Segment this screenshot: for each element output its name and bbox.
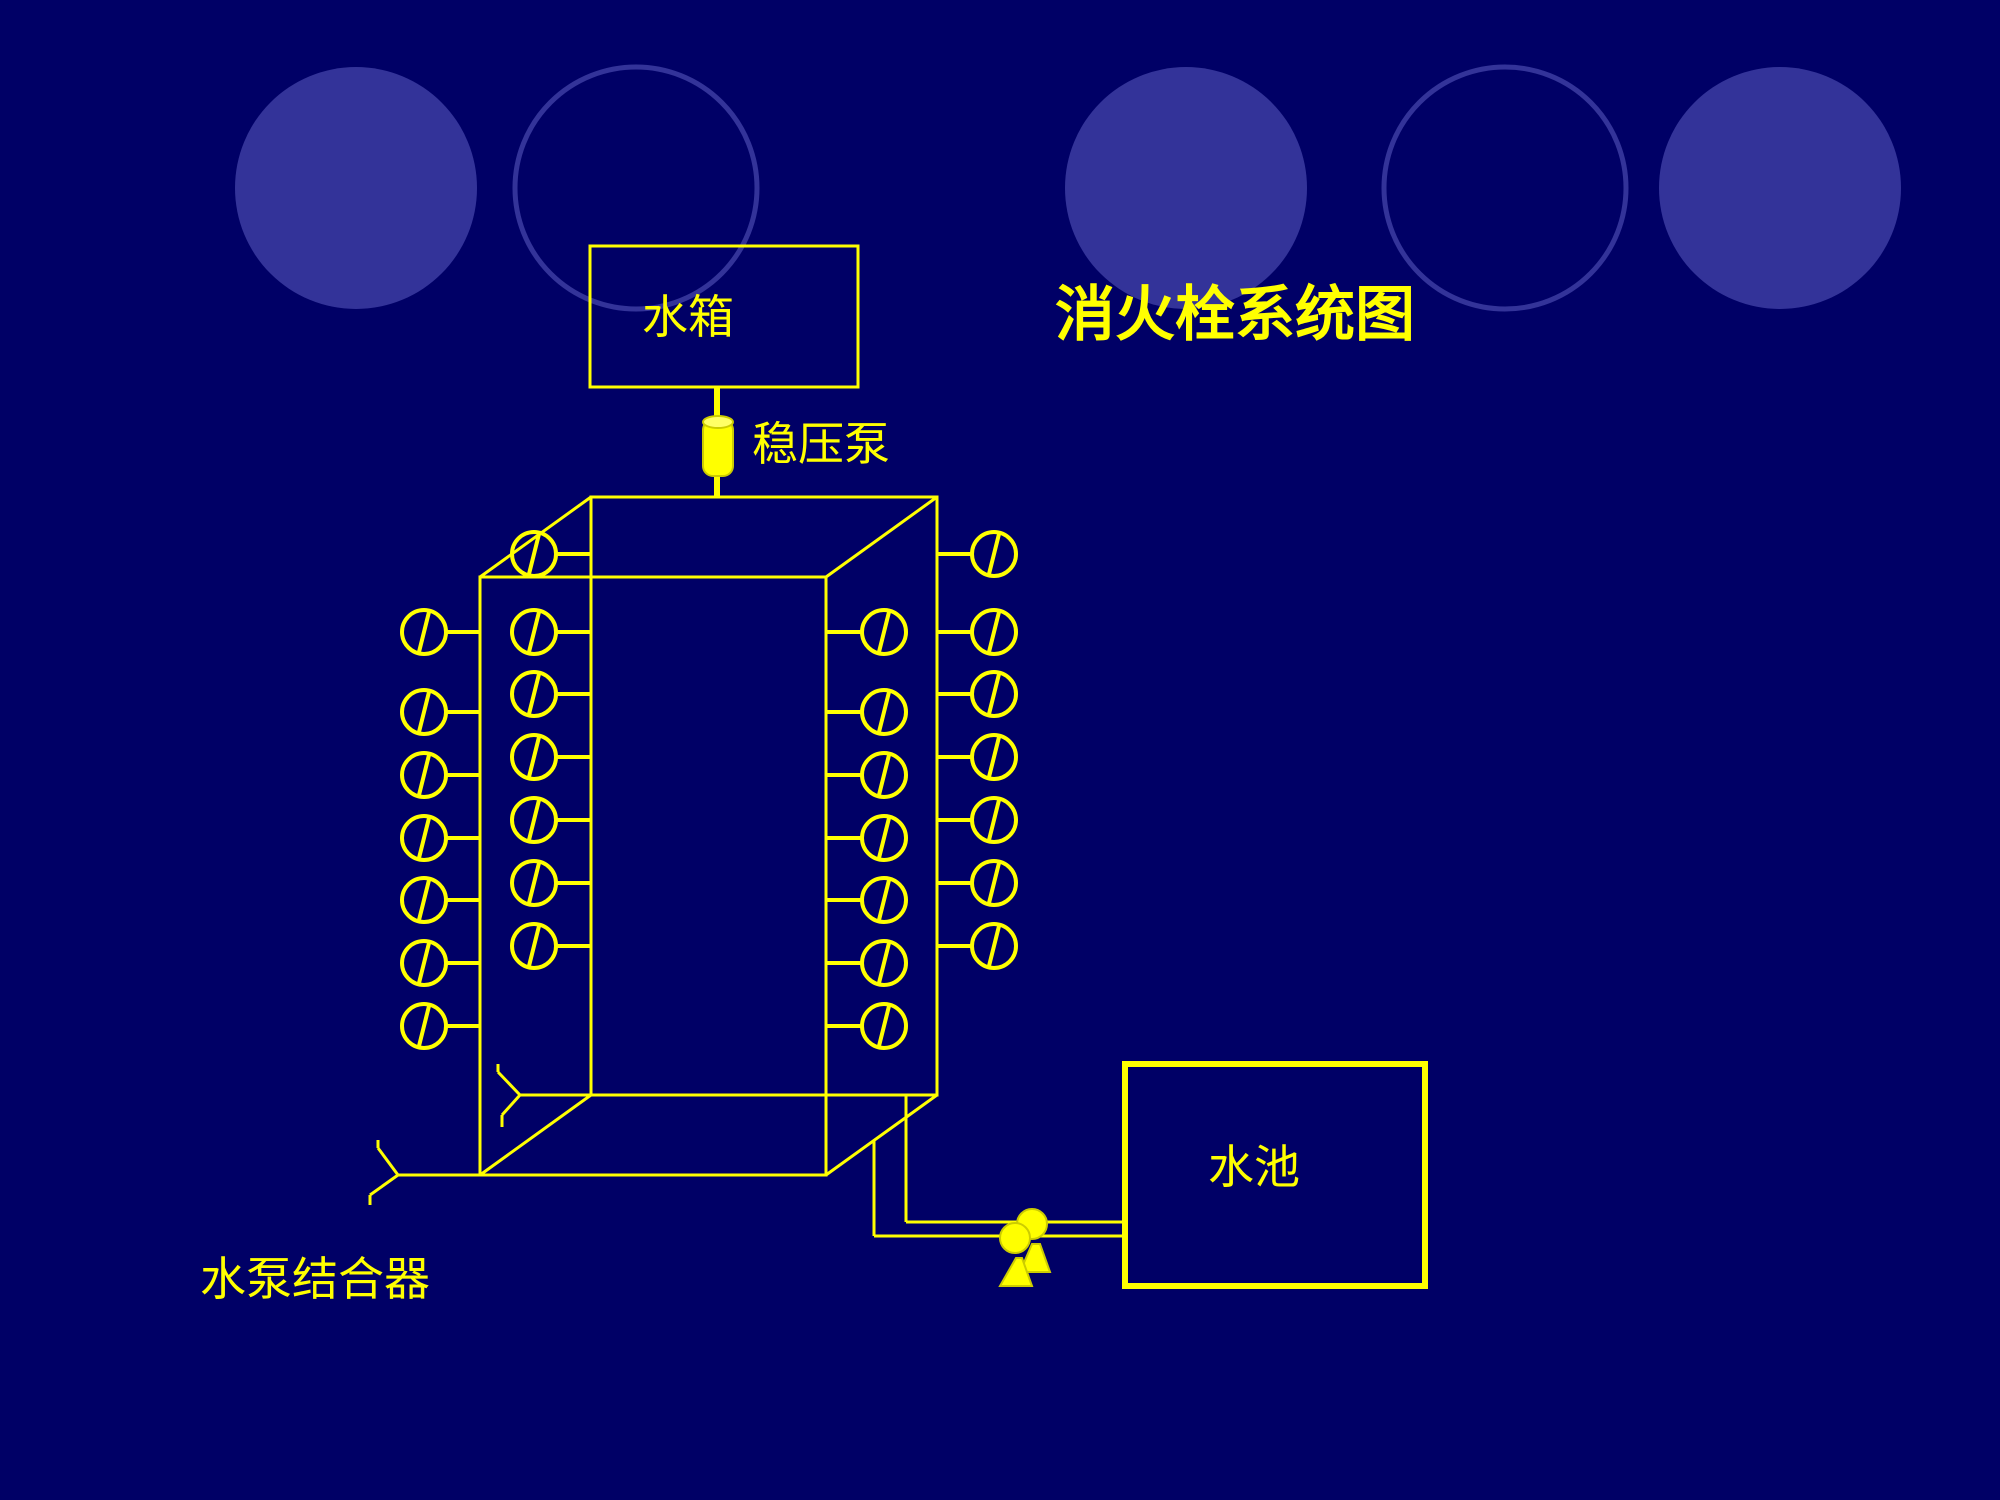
fire-hydrant-icon [510, 608, 591, 656]
fire-hydrant-icon [826, 814, 908, 862]
fire-hydrant-icon [510, 733, 591, 781]
water-tank [588, 244, 860, 389]
pressure-pump-icon [702, 415, 734, 477]
pump-connector-icon-back [496, 1064, 591, 1127]
pressure-pump-label: 稳压泵 [752, 417, 890, 471]
water-pool [1122, 1061, 1428, 1289]
fire-hydrant-icon [510, 859, 591, 907]
fire-hydrant-icon [937, 733, 1018, 781]
fire-hydrant-icon [937, 796, 1018, 844]
hydrants [400, 530, 1018, 1050]
decor-circle-filled [235, 67, 477, 309]
fire-hydrant-icon [510, 530, 591, 578]
slide-title: 消火栓系统图 [1055, 280, 1415, 350]
supply-pipes [872, 1095, 1125, 1238]
pump-connector-icon [368, 1140, 480, 1205]
fire-hydrant-icon [400, 688, 480, 736]
fire-hydrant-icon [400, 608, 480, 656]
fire-hydrant-icon [937, 530, 1018, 578]
fire-hydrant-icon [400, 814, 480, 862]
fire-hydrant-icon [937, 670, 1018, 718]
decor-circle-filled [1659, 67, 1901, 309]
fire-hydrant-icon [826, 939, 908, 987]
fire-hydrant-icon [937, 608, 1018, 656]
fire-hydrant-icon [510, 922, 591, 970]
fire-hydrant-icon [400, 876, 480, 924]
water-pool-label: 水池 [1208, 1140, 1300, 1194]
fire-hydrant-icon [826, 688, 908, 736]
fire-hydrant-icon [937, 859, 1018, 907]
fire-hydrant-icon [826, 876, 908, 924]
fire-hydrant-icon [400, 751, 480, 799]
fire-hydrant-icon [826, 1002, 908, 1050]
building-riser-box [478, 495, 939, 1177]
fire-hydrant-icon [937, 922, 1018, 970]
fire-hydrant-icon [510, 796, 591, 844]
decor-circle-filled [1065, 67, 1307, 309]
pump-icon [998, 1208, 1052, 1287]
fire-hydrant-icon [826, 608, 908, 656]
decor-circle-ring [512, 64, 760, 312]
fire-hydrant-icon [826, 751, 908, 799]
decorative-circles [235, 64, 1901, 312]
fire-hydrant-icon [510, 670, 591, 718]
pump-connector-label: 水泵结合器 [200, 1252, 430, 1306]
water-tank-label: 水箱 [642, 290, 734, 344]
fire-hydrant-icon [400, 1002, 480, 1050]
decor-circle-ring [1381, 64, 1629, 312]
fire-hydrant-icon [400, 939, 480, 987]
